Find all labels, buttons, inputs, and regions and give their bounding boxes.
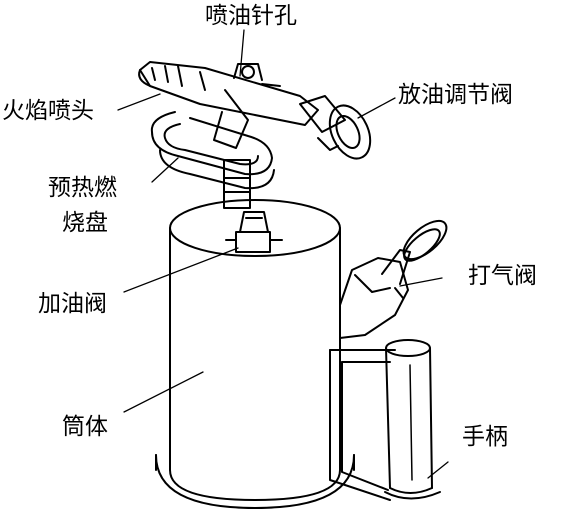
leader-fill-valve bbox=[123, 247, 239, 293]
oil-adjust-valve bbox=[299, 95, 372, 160]
riser-pipe bbox=[223, 159, 251, 209]
label-pump-valve: 打气阀 bbox=[468, 263, 537, 289]
label-nozzle-hole: 喷油针孔 bbox=[205, 3, 297, 29]
leader-preheat-tray bbox=[151, 157, 179, 183]
leader-oil-adjust-valve bbox=[357, 97, 396, 119]
preheat-tray bbox=[150, 111, 275, 190]
leader-lines bbox=[117, 29, 449, 479]
label-preheat-line1: 预热燃 bbox=[48, 175, 117, 201]
label-cylinder: 筒体 bbox=[62, 414, 108, 440]
fill-valve bbox=[225, 211, 283, 253]
label-fill-valve: 加油阀 bbox=[38, 291, 107, 317]
burner-tube bbox=[138, 61, 319, 149]
label-handle: 手柄 bbox=[462, 424, 508, 450]
handle bbox=[329, 339, 441, 501]
leader-handle bbox=[427, 461, 449, 479]
leader-nozzle-hole bbox=[239, 29, 245, 77]
leader-flame-nozzle bbox=[117, 93, 161, 111]
cylinder-body bbox=[155, 199, 355, 509]
pump-valve bbox=[339, 219, 448, 339]
leader-cylinder bbox=[123, 371, 204, 413]
label-flame-nozzle: 火焰喷头 bbox=[2, 98, 94, 124]
label-preheat-line2: 烧盘 bbox=[62, 210, 108, 236]
label-oil-adjust-valve: 放油调节阀 bbox=[398, 82, 513, 108]
leader-pump-valve bbox=[399, 277, 443, 287]
